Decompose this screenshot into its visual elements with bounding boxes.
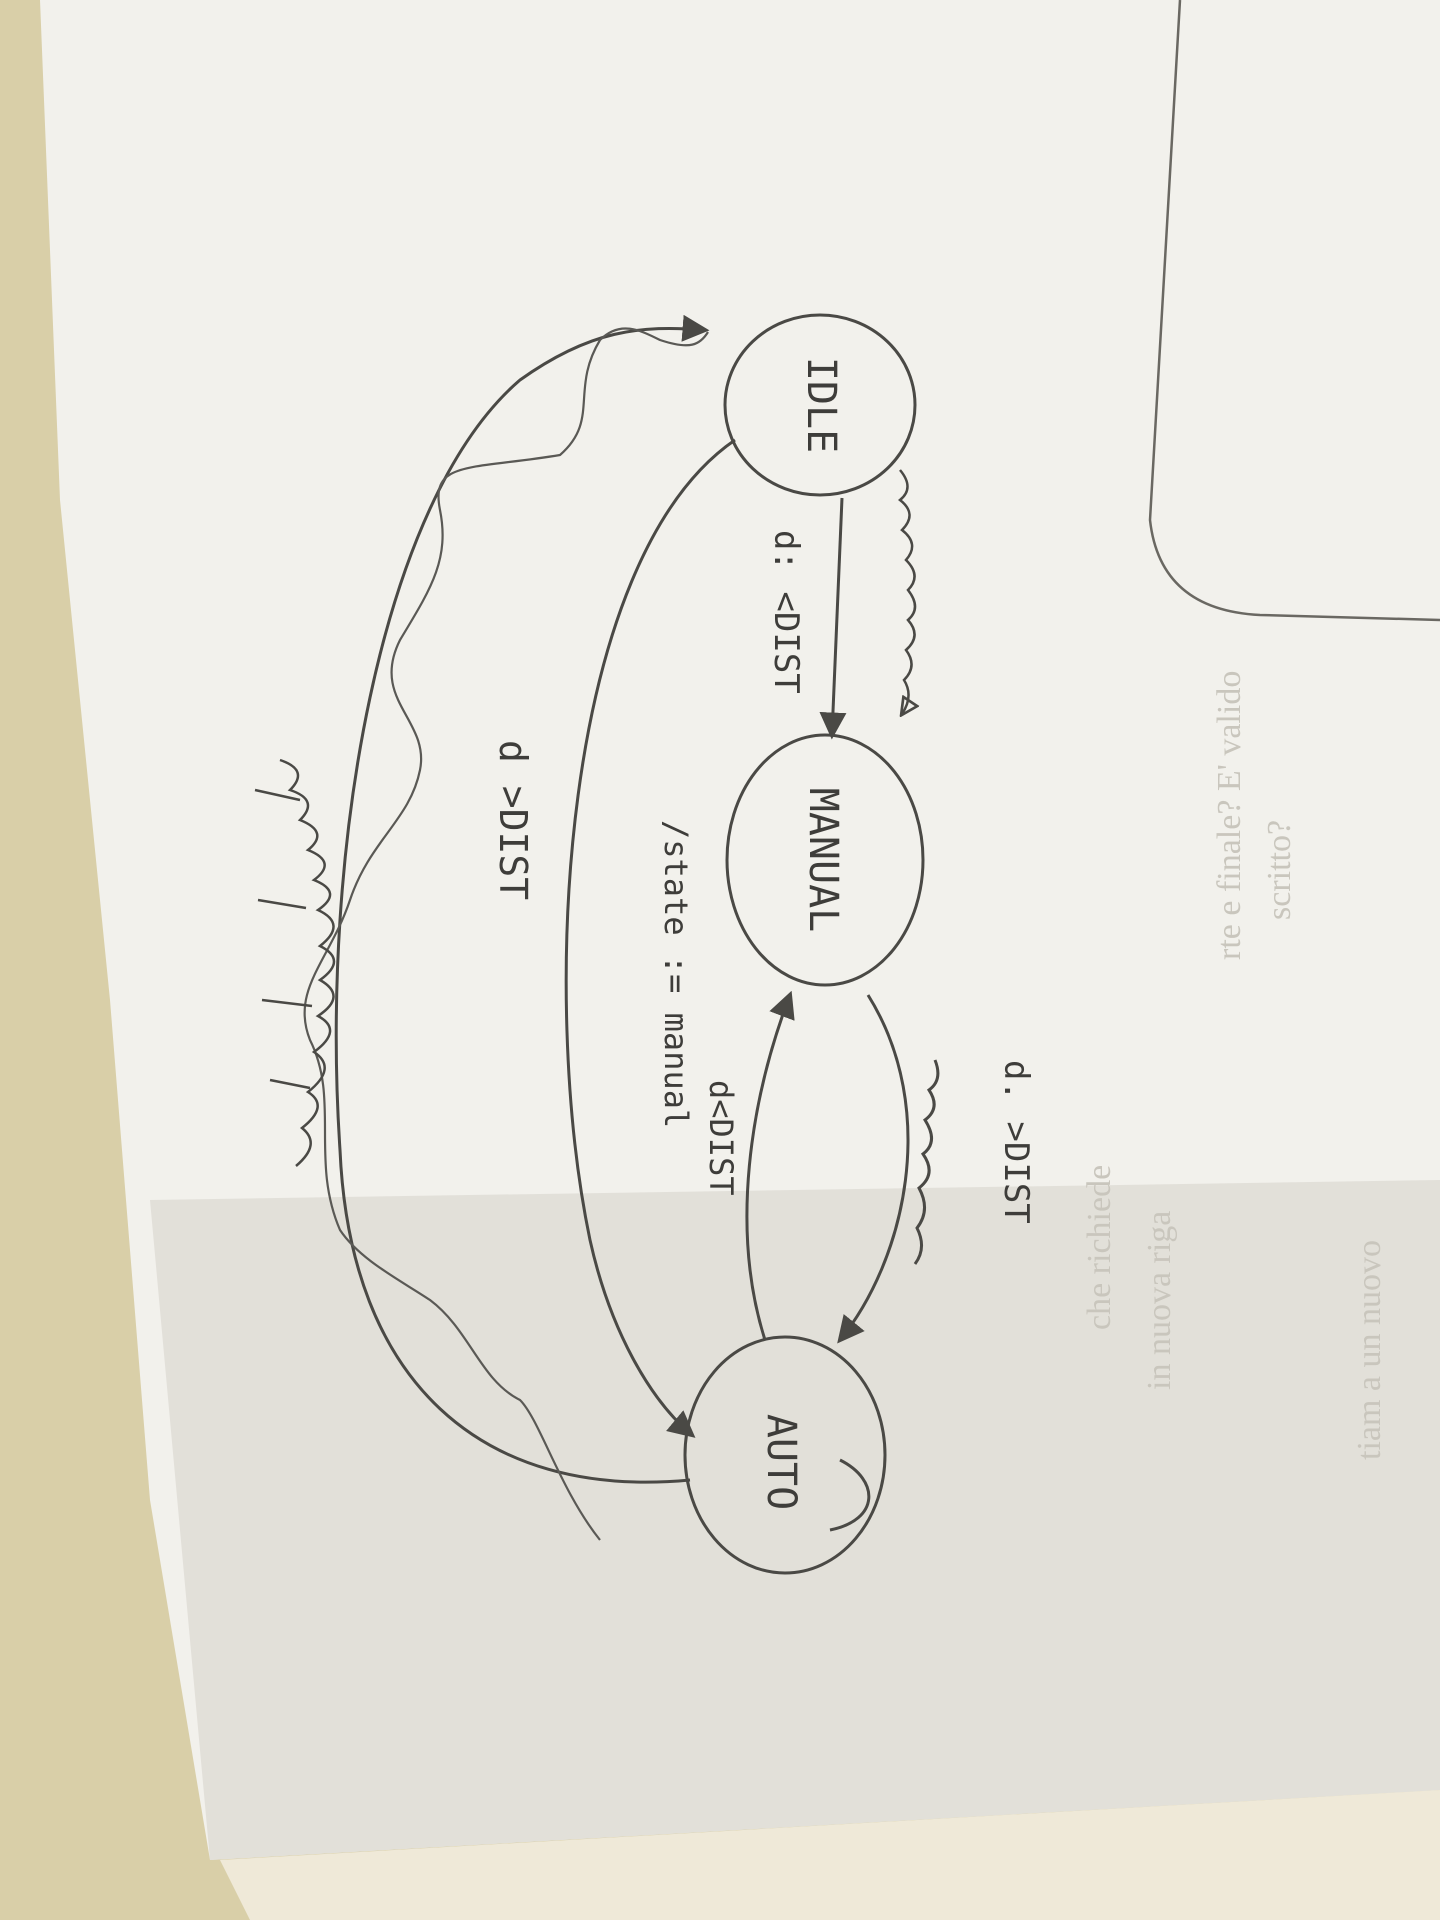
paper-underlayer xyxy=(220,1790,1440,1920)
state-auto-circle xyxy=(683,1335,887,1575)
state-manual-label: MANUAL xyxy=(800,788,846,933)
state-idle-circle xyxy=(723,313,917,497)
wavy-scribble-outer xyxy=(303,327,709,1541)
paper-shadow xyxy=(150,1180,1440,1860)
crossed-out-outer-label xyxy=(254,758,336,1167)
bg-print-line-3: che richiede xyxy=(1081,1165,1118,1330)
state-auto-label: AUTO xyxy=(758,1414,804,1510)
wavy-scribble-idle xyxy=(897,469,915,714)
small-hook xyxy=(829,1458,871,1532)
state-idle-label: IDLE xyxy=(798,357,844,453)
transition-auto-manual-label: d<DIST xyxy=(702,1080,740,1196)
transition-idle-manual-label: d: <DIST xyxy=(766,530,806,694)
transition-auto-to-manual xyxy=(745,990,795,1341)
background-box-outline xyxy=(1148,0,1440,622)
transition-auto-to-idle xyxy=(334,314,710,1484)
transition-idle-to-manual xyxy=(819,497,847,740)
transition-manual-auto-label: d. >DIST xyxy=(996,1060,1036,1224)
transition-auto-manual-action: /state := manual xyxy=(657,820,695,1128)
transition-manual-to-auto xyxy=(837,994,910,1344)
transition-idle-to-auto xyxy=(564,438,736,1438)
bg-print-line-5: tiam a un nuovo xyxy=(1351,1240,1388,1460)
transition-idle-auto-label: d >DIST xyxy=(491,740,535,900)
bg-print-line-1: rte e finale? E' valido xyxy=(1211,671,1248,960)
bg-print-line-2: scritto? xyxy=(1261,820,1298,920)
bg-print-line-4: in nuova riga xyxy=(1141,1211,1178,1390)
scribbled-out-text xyxy=(913,1059,940,1265)
